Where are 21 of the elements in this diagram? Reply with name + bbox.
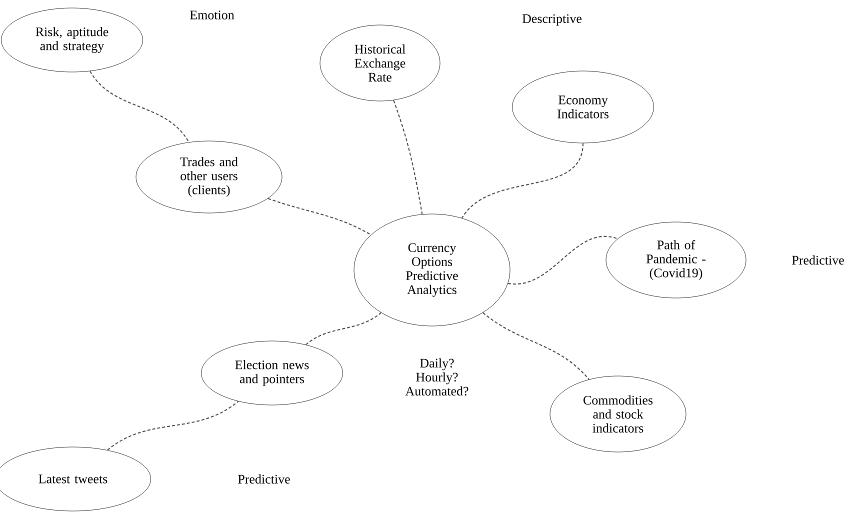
ellipse-node: Election news and pointers [201, 340, 343, 406]
ellipse-node: Risk, aptitude and strategy [1, 8, 143, 72]
ellipse-node: Historical Exchange Rate [320, 24, 440, 102]
dashed-connector [508, 236, 618, 284]
dashed-connector [305, 312, 382, 346]
side-label: Emotion [190, 10, 234, 20]
ellipse-node: Path of Pandemic - (Covid19) [606, 222, 746, 298]
dashed-connector [268, 198, 372, 236]
ellipse-node: Currency Options Predictive Analytics [354, 214, 510, 326]
dashed-connector [393, 100, 423, 214]
dashed-connector [482, 312, 590, 380]
ellipse-node: Economy Indicators [512, 70, 654, 144]
side-label: Descriptive [522, 14, 582, 26]
ellipse-node: Commodities and stock indicators [550, 376, 686, 452]
dashed-connector [107, 400, 239, 451]
ellipse-node: Trades and other users (clients) [136, 140, 282, 214]
dashed-connector [462, 143, 584, 218]
note-text: Daily? Hourly? Automated? [405, 358, 468, 396]
dashed-connector [90, 70, 190, 143]
side-label: Predictive [792, 255, 844, 265]
note-text: Predictive [238, 474, 290, 484]
